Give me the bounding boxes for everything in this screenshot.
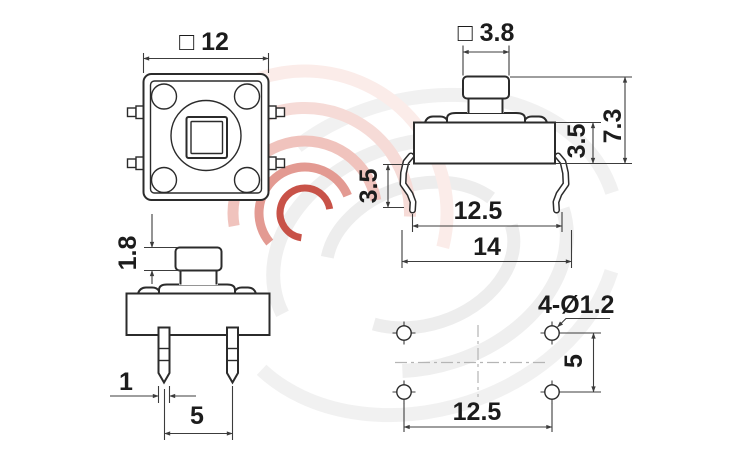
through-hole-pins <box>157 326 239 385</box>
side-view: □ 3.8 7.3 3.5 3.5 12.5 <box>355 19 632 268</box>
cover-dome <box>158 283 236 295</box>
dimension-stem-height: 1.8 <box>114 214 182 284</box>
corner-rivet <box>233 83 261 110</box>
plunger-square-inner <box>190 120 224 155</box>
pcb-footprint-view: 4-Ø1.2 5 12.5 <box>392 291 614 432</box>
stem-fill <box>467 98 504 113</box>
row-pitch-label: 5 <box>560 354 588 368</box>
dimension-col-pitch: 12.5 <box>403 398 553 432</box>
stem-width-label: □ 3.8 <box>458 19 515 47</box>
lead-span-label: 12.5 <box>454 197 503 225</box>
dimension-overall-width: 14 <box>401 230 573 268</box>
mounting-holes <box>392 321 564 404</box>
hole <box>392 321 416 345</box>
hole <box>392 380 416 404</box>
plunger-cap <box>174 246 223 272</box>
pin-width-label: 1 <box>119 368 133 396</box>
overall-width-label: 14 <box>473 233 501 261</box>
hole-callout-label: 4-Ø1.2 <box>538 291 614 319</box>
dimension-top-width: □ 12 <box>142 28 270 73</box>
cover-bump <box>524 115 549 124</box>
dimension-body-height: 3.5 <box>556 121 601 164</box>
total-height-label: 7.3 <box>599 109 627 144</box>
bent-leads <box>399 152 570 214</box>
dimension-lead-length: 3.5 <box>355 163 410 209</box>
plunger-cap <box>462 75 510 100</box>
front-view: 1.8 1 5 <box>110 214 271 440</box>
switch-body <box>125 292 271 336</box>
stem-height-label: 1.8 <box>114 236 142 271</box>
lead-length-label: 3.5 <box>355 169 383 204</box>
dimension-stem-width: □ 3.8 <box>458 19 515 76</box>
dimension-lead-span: 12.5 <box>411 197 563 232</box>
body-height-label: 3.5 <box>563 124 591 159</box>
dimension-pin-pitch: 5 <box>163 386 234 440</box>
top-view: □ 12 <box>126 28 286 201</box>
pin-pitch-label: 5 <box>190 402 204 430</box>
cover-dome <box>446 112 526 124</box>
hole <box>540 380 564 404</box>
corner-rivet <box>150 166 178 194</box>
top-width-label: □ 12 <box>179 28 229 56</box>
dimension-pin-width: 1 <box>110 368 196 403</box>
dimension-total-height: 7.3 <box>510 76 632 165</box>
dimension-row-pitch: 5 <box>560 332 601 393</box>
hole <box>540 321 564 345</box>
cover-bump <box>234 286 258 295</box>
hole-callout: 4-Ø1.2 <box>538 291 614 328</box>
stem-fill <box>179 270 218 285</box>
col-pitch-label: 12.5 <box>453 398 502 426</box>
corner-rivet <box>233 166 261 194</box>
switch-body <box>413 121 556 165</box>
corner-rivet <box>150 83 178 110</box>
